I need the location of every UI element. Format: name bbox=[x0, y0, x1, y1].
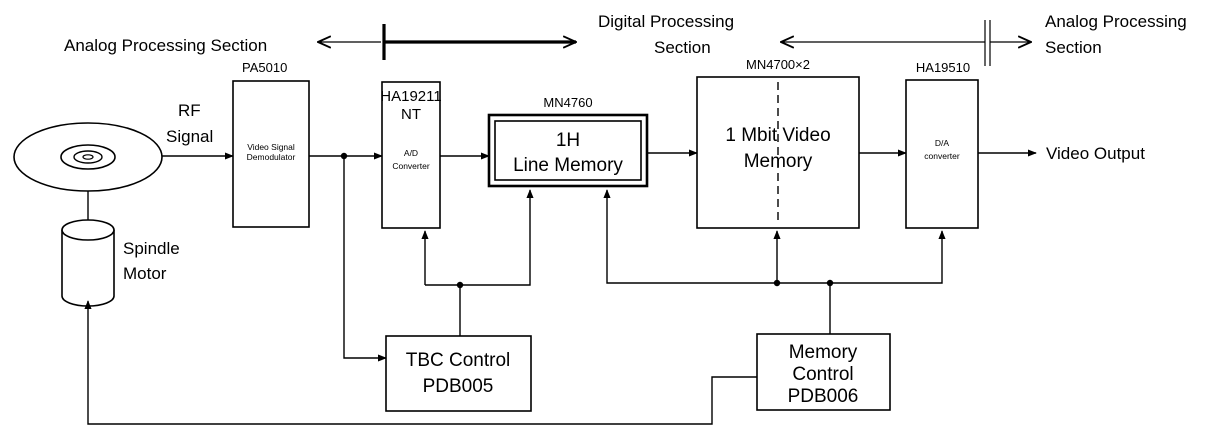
optical-disc-icon bbox=[13, 122, 163, 192]
adc-part-number-line2: NT bbox=[401, 106, 421, 123]
tbc-control-label-line1: TBC Control bbox=[406, 350, 511, 371]
dac-label-line1: D/A bbox=[935, 138, 950, 148]
memory-control-label-line1: Memory bbox=[789, 342, 858, 363]
line-memory-label-line2: Line Memory bbox=[513, 155, 623, 176]
adc-label-line2: Converter bbox=[392, 161, 429, 171]
dac-part-number: HA19510 bbox=[916, 60, 970, 75]
junction-dot bbox=[456, 281, 464, 289]
demod-to-tbc-arrow bbox=[343, 156, 387, 362]
video-memory-label-line1: 1 Mbit Video bbox=[725, 125, 830, 146]
line-memory-label-line1: 1H bbox=[556, 130, 580, 151]
memory-control-label-line3: PDB006 bbox=[788, 386, 859, 407]
tbc-control-label-line2: PDB005 bbox=[423, 376, 494, 397]
adc-part-number-line1: HA19211 bbox=[380, 88, 441, 105]
analog-section-right-label-line2: Section bbox=[1045, 38, 1102, 57]
video-memory-label-line2: Memory bbox=[744, 151, 813, 172]
line-memory-block bbox=[487, 113, 649, 188]
memory-control-to-spindle-motor-arrow bbox=[84, 300, 757, 425]
video-memory-part-number: MN4700×2 bbox=[746, 57, 810, 72]
rf-signal-label-line1: RF bbox=[178, 101, 201, 120]
ad-converter-block bbox=[381, 81, 441, 229]
adc-label-line1: A/D bbox=[404, 148, 418, 158]
memory-control-label-line2: Control bbox=[792, 364, 853, 385]
demodulator-label-line2: Demodulator bbox=[247, 152, 296, 162]
analog-section-right-label-line1: Analog Processing bbox=[1045, 12, 1187, 31]
demodulator-part-number: PA5010 bbox=[242, 60, 287, 75]
video-signal-demodulator-block bbox=[232, 80, 310, 228]
digital-section-label-line1: Digital Processing bbox=[598, 12, 734, 31]
dac-label-line2: converter bbox=[924, 151, 960, 161]
spindle-motor-icon bbox=[61, 219, 115, 307]
video-output-label: Video Output bbox=[1046, 144, 1145, 163]
spindle-motor-label-line1: Spindle bbox=[123, 239, 180, 258]
analog-section-left-label: Analog Processing Section bbox=[64, 36, 267, 55]
demodulator-label-line1: Video Signal bbox=[247, 142, 295, 152]
memory-control-block bbox=[756, 333, 891, 411]
tbc-control-block bbox=[385, 335, 532, 412]
junction-dot bbox=[826, 279, 834, 287]
line-memory-part-number: MN4760 bbox=[543, 95, 592, 110]
junction-dot bbox=[773, 279, 781, 287]
digital-section-label-line2: Section bbox=[654, 38, 711, 57]
spindle-motor-label-line2: Motor bbox=[123, 264, 167, 283]
rf-signal-label-line2: Signal bbox=[166, 127, 213, 146]
